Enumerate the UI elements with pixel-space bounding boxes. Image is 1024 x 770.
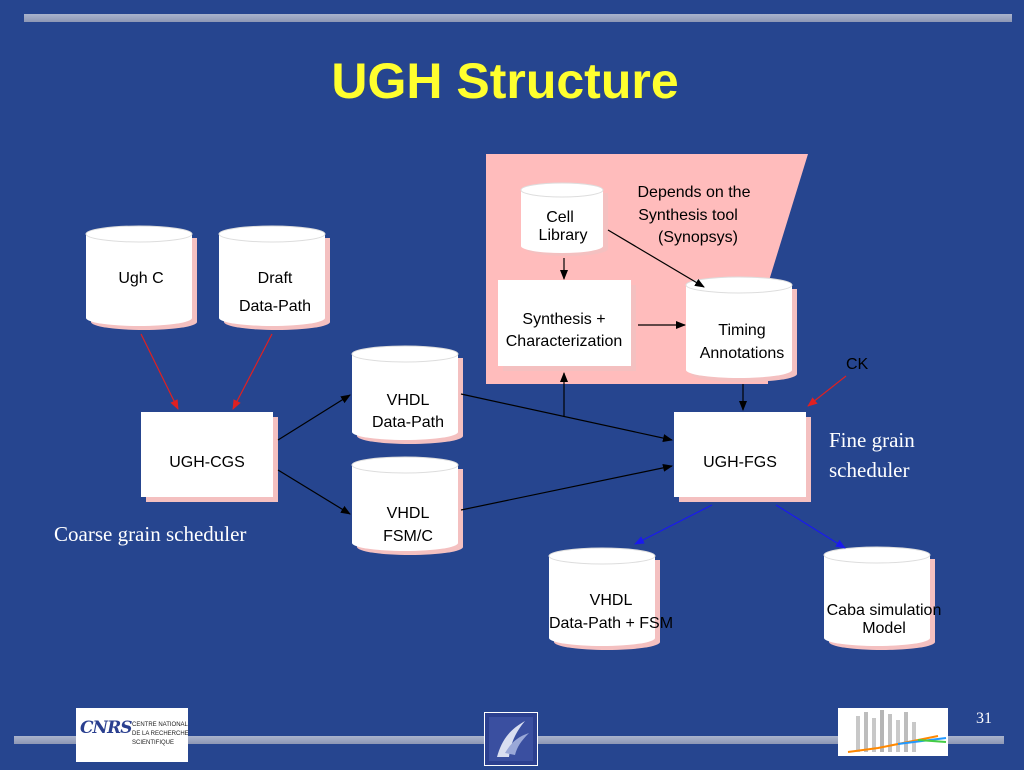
- cell-label-line1: Cell: [546, 209, 574, 226]
- vhdl-dp-label-line2: Data-Path: [371, 414, 445, 431]
- timing-label-line2: Annotations: [699, 345, 785, 362]
- arrow-fgs-to-vhdl-out: [634, 504, 713, 545]
- coarse-grain-label: Coarse grain scheduler: [54, 522, 247, 546]
- cnrs-text-line2: DE LA RECHERCHE: [132, 731, 189, 737]
- vhdl-fsm-label-line2: FSM/C: [383, 528, 433, 545]
- vhdl-out-label-line1: VHDL: [589, 592, 633, 609]
- timing-annotations-cylinder: [685, 276, 797, 382]
- cnrs-text-line1: CENTRE NATIONAL: [132, 722, 188, 728]
- cnrs-mark: CNRS: [80, 718, 132, 738]
- vhdl-output-cylinder: [548, 547, 660, 650]
- top-bar: [24, 14, 1012, 22]
- fine-grain-line2: scheduler: [829, 458, 910, 482]
- draft-label-line1: Draft: [257, 270, 293, 287]
- arrow-cgs-to-vhdl-dp: [277, 394, 351, 441]
- synthesis-label-line1: Synthesis +: [522, 311, 606, 328]
- vhdl-datapath-cylinder: [351, 345, 463, 444]
- caba-model-cylinder: [823, 546, 935, 650]
- depends-note-line1: Depends on the: [637, 184, 751, 201]
- vhdl-fsm-cylinder: [351, 456, 463, 555]
- ugh-cgs-box: [141, 412, 273, 497]
- chart-logo: [838, 708, 948, 756]
- arrow-cgs-to-vhdl-fsm: [277, 469, 351, 515]
- vhdl-out-label-line2: Data-Path + FSM: [548, 615, 674, 632]
- arrow-ughc-to-cgs: [140, 333, 179, 410]
- cnrs-text-line3: SCIENTIFIQUE: [132, 740, 175, 746]
- cell-label-line2: Library: [538, 227, 588, 244]
- histogram-logo-icon: [847, 710, 947, 753]
- slide-title: UGH Structure: [331, 53, 679, 109]
- ugh-c-label: Ugh C: [118, 270, 164, 287]
- center-emblem-logo: [484, 712, 538, 766]
- ugh-cgs-label: UGH-CGS: [169, 454, 245, 471]
- synthesis-box: [498, 280, 631, 366]
- vhdl-dp-label-line1: VHDL: [386, 392, 430, 409]
- timing-label-line1: Timing: [718, 322, 766, 339]
- emblem-icon: [489, 717, 533, 761]
- ck-label: CK: [846, 356, 869, 373]
- draft-datapath-cylinder: [218, 225, 330, 330]
- cell-library-cylinder: [520, 182, 608, 256]
- ugh-fgs-box: [674, 412, 806, 497]
- arrow-draft-to-cgs: [232, 333, 273, 410]
- ugh-c-cylinder: [85, 225, 197, 330]
- vhdl-fsm-label-line1: VHDL: [386, 505, 430, 522]
- arrow-vhdl-fsm-to-fgs: [460, 463, 673, 511]
- synthesis-label-line2: Characterization: [505, 333, 623, 350]
- page-number: 31: [976, 710, 992, 727]
- caba-label-line1: Caba simulation: [826, 602, 942, 619]
- arrow-depends-to-timing: [607, 229, 705, 288]
- arrow-fgs-to-caba: [775, 504, 846, 549]
- cnrs-logo: CNRS CENTRE NATIONAL DE LA RECHERCHE SCI…: [76, 708, 189, 762]
- fine-grain-line1: Fine grain: [829, 428, 915, 452]
- depends-note-line2: Synthesis tool: [638, 207, 738, 224]
- ugh-fgs-label: UGH-FGS: [703, 454, 777, 471]
- arrow-vhdl-dp-to-fgs: [460, 393, 673, 442]
- caba-label-line2: Model: [862, 620, 906, 637]
- depends-note-line3: (Synopsys): [657, 229, 739, 246]
- arrow-ck-to-fgs: [807, 375, 847, 407]
- draft-label-line2: Data-Path: [238, 298, 312, 315]
